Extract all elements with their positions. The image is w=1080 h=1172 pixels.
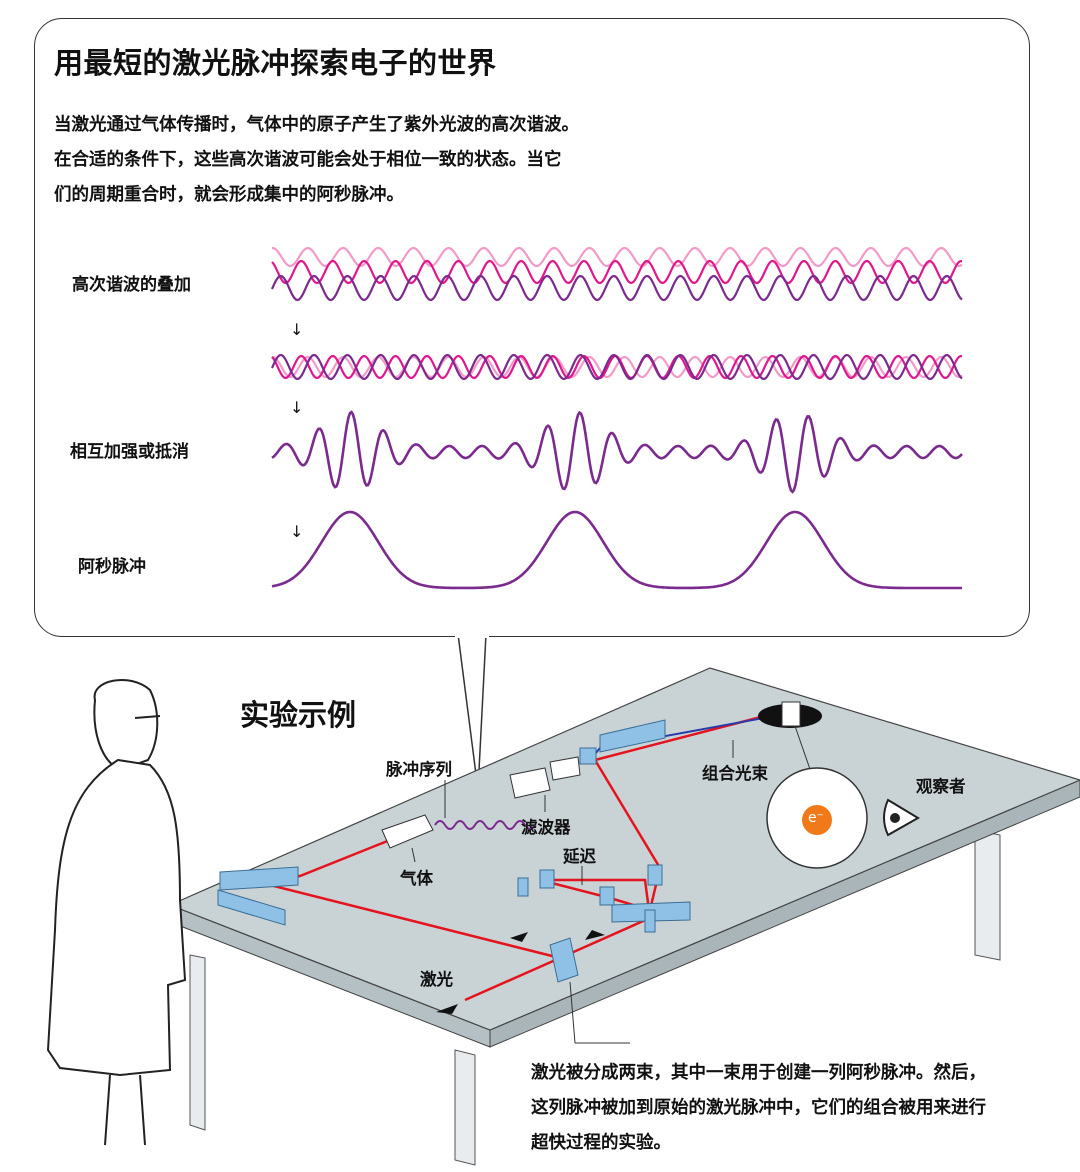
superposed-wave [270, 353, 963, 381]
down-arrow-icon: ↓ [290, 522, 304, 541]
filter-label: 滤波器 [521, 818, 571, 837]
attosecond-pulse-curve [271, 510, 962, 590]
mirror [647, 864, 663, 886]
mirror [644, 909, 656, 933]
combined-beam-label: 组合光束 [702, 764, 768, 783]
mirror [599, 719, 666, 753]
intro-text: 当激光通过气体传播时，气体中的原子产生了紫外光波的高次谐波。 在合适的条件下，这… [54, 108, 674, 213]
detector [781, 701, 801, 727]
experiment-title: 实验示例 [240, 698, 357, 732]
eye-pupil-icon [890, 813, 900, 823]
mirror [517, 877, 529, 897]
intro-line: 在合适的条件下，这些高次谐波可能会处于相位一致的状态。当它 [54, 150, 562, 170]
mirror [217, 889, 286, 926]
beam-splitter [549, 937, 579, 983]
pulse-train-label: 脉冲序列 [386, 760, 452, 779]
zoom-line [794, 725, 813, 776]
filter-box [509, 767, 551, 799]
mirror [539, 869, 555, 889]
scientist-figure [46, 678, 187, 1146]
table-leg [974, 829, 1001, 961]
mirror [219, 866, 299, 891]
gas-cell [381, 814, 434, 849]
pulse-train-wave [434, 820, 536, 830]
info-panel [34, 18, 1030, 637]
boxes [381, 756, 581, 849]
table [168, 667, 1080, 1166]
filter-box [549, 756, 581, 781]
electron [802, 805, 832, 835]
table-leg [454, 1049, 476, 1166]
callout-mask [455, 628, 489, 638]
mirror [579, 747, 597, 765]
optics [217, 719, 691, 983]
harmonic-wave-mid [271, 259, 963, 285]
interference-label: 相互加强或抵消 [70, 442, 189, 462]
interference-wave [271, 410, 963, 494]
gas-label: 气体 [400, 869, 433, 888]
lab-coat [46, 758, 187, 1077]
laser-label: 激光 [420, 970, 453, 989]
harmonics-label: 高次谐波的叠加 [72, 275, 191, 295]
down-arrow-icon: ↓ [290, 398, 304, 417]
down-arrow-icon: ↓ [290, 320, 304, 339]
callout-pointer [457, 633, 487, 791]
direction-arrow-icon [436, 930, 605, 1014]
attosecond-label: 阿秒脉冲 [78, 557, 146, 577]
intro-line: 当激光通过气体传播时，气体中的原子产生了紫外光波的高次谐波。 [54, 115, 579, 135]
goggles [134, 715, 161, 719]
caption-line: 超快过程的实验。 [531, 1133, 671, 1153]
head [93, 678, 159, 772]
leg [104, 1074, 111, 1146]
delay-label: 延迟 [563, 847, 596, 866]
intro-line: 们的周期重合时，就会形成集中的阿秒脉冲。 [54, 185, 404, 205]
leg [139, 1074, 146, 1146]
electron-label: e⁻ [808, 810, 825, 826]
harmonic-wave-low [270, 274, 963, 302]
table-top [168, 667, 1080, 1031]
caption: 激光被分成两束，其中一束用于创建一列阿秒脉冲。然后， 这列脉冲被加到原始的激光脉… [531, 1056, 1071, 1161]
page-title: 用最短的激光脉冲探索电子的世界 [54, 46, 497, 80]
observer-label: 观察者 [916, 777, 966, 796]
caption-line: 激光被分成两束，其中一束用于创建一列阿秒脉冲。然后， [531, 1063, 986, 1083]
waves-group [270, 246, 963, 590]
caption-line: 这列脉冲被加到原始的激光脉冲中，它们的组合被用来进行 [531, 1098, 986, 1118]
harmonic-wave-high [272, 246, 963, 268]
eye-icon [883, 798, 920, 837]
leader-lines [411, 740, 734, 1044]
mirror [599, 886, 615, 906]
table-leg [189, 954, 206, 1131]
